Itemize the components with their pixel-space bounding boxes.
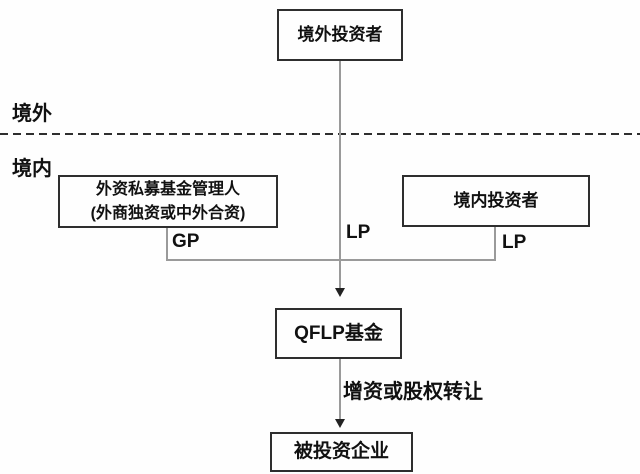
edge-label-lp-right: LP [502, 232, 527, 253]
edge-label-gp: GP [172, 231, 200, 252]
node-foreign-fund-manager-label-line2: (外商独资或中外合资) [90, 204, 246, 222]
connector-overseas-investor-to-qflp [339, 61, 341, 289]
node-qflp-fund-label: QFLP基金 [294, 322, 383, 344]
node-foreign-fund-manager-label-line1: 外资私募基金管理人 [95, 180, 240, 198]
node-overseas-investor-label: 境外投资者 [297, 25, 383, 45]
connector-fund-manager-drop [166, 227, 168, 260]
connector-horizontal-bus [166, 259, 496, 261]
edge-label-capital-transfer: 增资或股权转让 [343, 381, 483, 403]
arrow-down-icon [335, 288, 345, 297]
node-investee-company: 被投资企业 [270, 432, 413, 472]
connector-qflp-to-investee [339, 359, 341, 419]
node-qflp-fund: QFLP基金 [275, 308, 402, 359]
node-foreign-fund-manager: 外资私募基金管理人 (外商独资或中外合资) [58, 175, 278, 228]
node-investee-company-label: 被投资企业 [293, 441, 389, 463]
node-overseas-investor: 境外投资者 [277, 9, 403, 61]
connector-domestic-investor-drop [494, 227, 496, 260]
overseas-domestic-dashed-divider [0, 133, 640, 135]
edge-label-lp-center: LP [346, 222, 371, 243]
node-domestic-investor: 境内投资者 [402, 175, 590, 227]
node-domestic-investor-label: 境内投资者 [453, 191, 539, 211]
arrow-down-icon [335, 419, 345, 428]
region-label-domestic: 境内 [12, 158, 52, 180]
region-label-overseas: 境外 [12, 103, 52, 125]
